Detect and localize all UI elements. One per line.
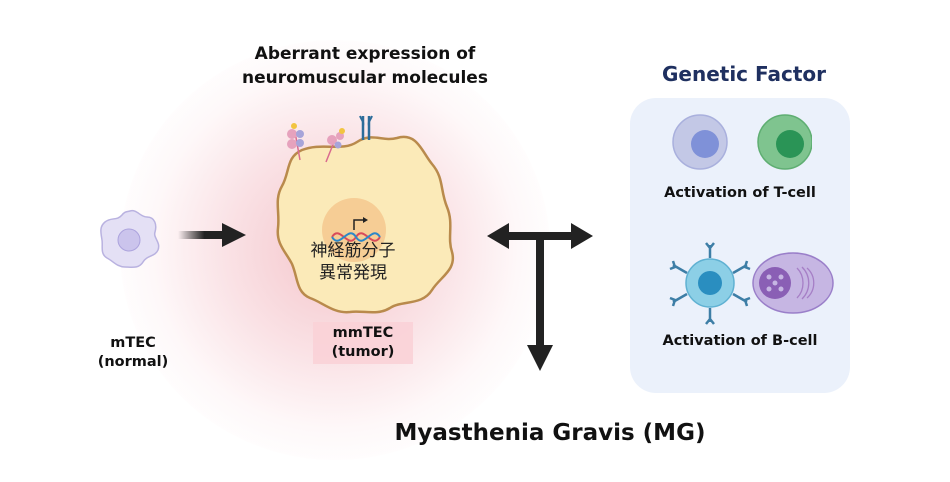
- title-line-1: Aberrant expression of: [254, 44, 476, 64]
- title-line-2: neuromuscular molecules: [242, 68, 488, 88]
- normal-label-line2: (normal): [97, 354, 169, 370]
- tumor-mmtec-label: mmTEC (tumor): [313, 322, 413, 364]
- aberrant-expression-title: Aberrant expression of neuromuscular mol…: [215, 42, 515, 90]
- tumor-label-line1: mmTEC: [332, 325, 394, 341]
- tumor-label-line2: (tumor): [331, 344, 395, 360]
- b-cells-icon: [669, 242, 834, 325]
- normal-label-line1: mTEC: [110, 335, 156, 351]
- b-cell-activation-label: Activation of B-cell: [662, 333, 818, 349]
- normal-mtec-cell-icon: [100, 209, 160, 269]
- t-cell-activation-label: Activation of T-cell: [664, 185, 816, 201]
- right-arrow-icon: [178, 223, 246, 247]
- tumor-mmtec-cell-icon: [276, 115, 455, 314]
- myasthenia-gravis-label: Myasthenia Gravis (MG): [394, 420, 706, 446]
- bidirectional-down-arrow-icon: [487, 223, 593, 371]
- genetic-factor-panel: [630, 98, 850, 393]
- genetic-factor-title: Genetic Factor: [661, 62, 827, 86]
- normal-mtec-label: mTEC (normal): [78, 334, 188, 372]
- nucleus-text-line1: 神経筋分子: [310, 241, 396, 261]
- nucleus-text-line2: 異常発現: [319, 263, 387, 283]
- t-cells-icon: [672, 114, 812, 170]
- nucleus-text: 神経筋分子 異常発現: [288, 240, 418, 284]
